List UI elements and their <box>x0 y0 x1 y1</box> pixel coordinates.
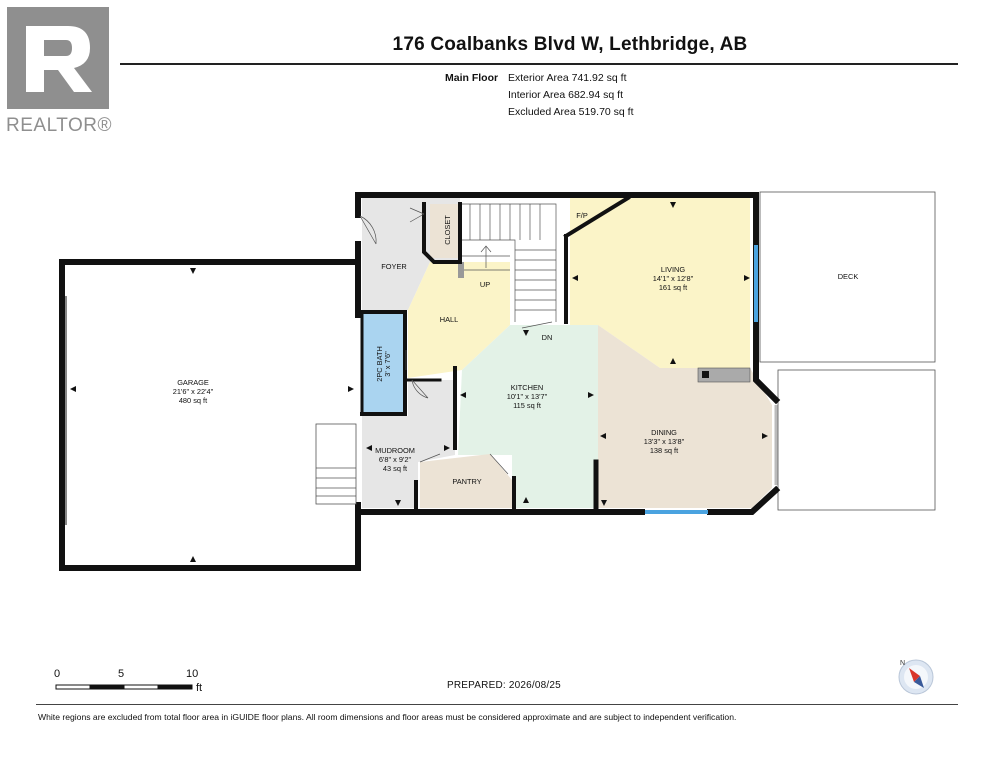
living-name: LIVING <box>661 265 685 274</box>
living-fill <box>570 198 750 368</box>
realtor-logo: REALTOR® <box>6 7 112 134</box>
footer-divider <box>36 704 958 705</box>
deck-name: DECK <box>838 272 859 281</box>
garage-area: 480 sq ft <box>179 396 207 405</box>
bath-name: 2PC BATH <box>375 346 384 382</box>
kitchen-dims: 10'1" x 13'7" <box>507 392 548 401</box>
back-steps <box>315 423 357 505</box>
hall-fill <box>408 262 510 378</box>
kitchen-name: KITCHEN <box>511 383 543 392</box>
garage-walls <box>59 259 361 571</box>
hall-name: HALL <box>440 315 459 324</box>
garage-name: GARAGE <box>177 378 209 387</box>
kitchen-area: 115 sq ft <box>513 401 541 410</box>
fp-label: F/P <box>576 211 588 220</box>
bath-dims: 3' x 7'6" <box>383 351 392 377</box>
mudroom-dims: 6'8" x 9'2" <box>379 455 412 464</box>
bath-fill <box>362 312 404 414</box>
mudroom-name: MUDROOM <box>375 446 415 455</box>
scale-bar: 0 5 10 ft <box>54 668 224 694</box>
fireplace <box>697 367 751 383</box>
up-label: UP <box>480 280 490 289</box>
doors <box>359 207 509 475</box>
pantry-name: PANTRY <box>452 477 481 486</box>
living-area: 161 sq ft <box>659 283 687 292</box>
mudroom-area: 43 sq ft <box>383 464 407 473</box>
closet-fill <box>430 204 460 258</box>
scale-unit: ft <box>196 682 203 694</box>
pantry-fill <box>420 454 512 508</box>
dining-area: 138 sq ft <box>650 446 678 455</box>
dining-name: DINING <box>651 428 677 437</box>
scale-tick-0: 0 <box>54 668 61 680</box>
realtor-wordmark: REALTOR® <box>6 115 112 134</box>
deck <box>759 191 936 511</box>
dimension-arrows <box>70 202 768 562</box>
foyer-name: FOYER <box>381 262 406 271</box>
excluded-area: Excluded Area 519.70 sq ft <box>508 106 634 118</box>
interior-walls <box>360 195 631 513</box>
header-divider <box>120 63 958 65</box>
interior-area: Interior Area 682.94 sq ft <box>508 89 623 101</box>
scale-tick-5: 5 <box>118 668 125 680</box>
scale-graphic <box>55 684 193 690</box>
garage-dims: 21'6" x 22'4" <box>173 387 214 396</box>
north-compass-icon: N <box>898 659 934 695</box>
exterior-area: Exterior Area 741.92 sq ft <box>508 72 627 84</box>
living-dims: 14'1" x 12'8" <box>653 274 694 283</box>
dining-dims: 13'3" x 13'8" <box>644 437 685 446</box>
kitchen-fill <box>458 325 598 508</box>
floor-label: Main Floor <box>445 72 499 84</box>
property-address: 176 Coalbanks Blvd W, Lethbridge, AB <box>392 34 748 55</box>
stair-post <box>458 262 464 278</box>
staircase <box>462 203 557 329</box>
closet-name: CLOSET <box>443 215 452 245</box>
compass-north-label: N <box>900 660 905 667</box>
mudroom-fill <box>362 380 455 508</box>
area-summary: Exterior Area 741.92 sq ft Interior Area… <box>508 70 634 121</box>
realtor-r-icon <box>7 7 109 109</box>
scale-tick-10: 10 <box>186 668 199 680</box>
disclaimer: White regions are excluded from total fl… <box>38 712 737 722</box>
prepared-date: PREPARED: 2026/08/25 <box>447 680 561 691</box>
dn-label: DN <box>542 333 553 342</box>
